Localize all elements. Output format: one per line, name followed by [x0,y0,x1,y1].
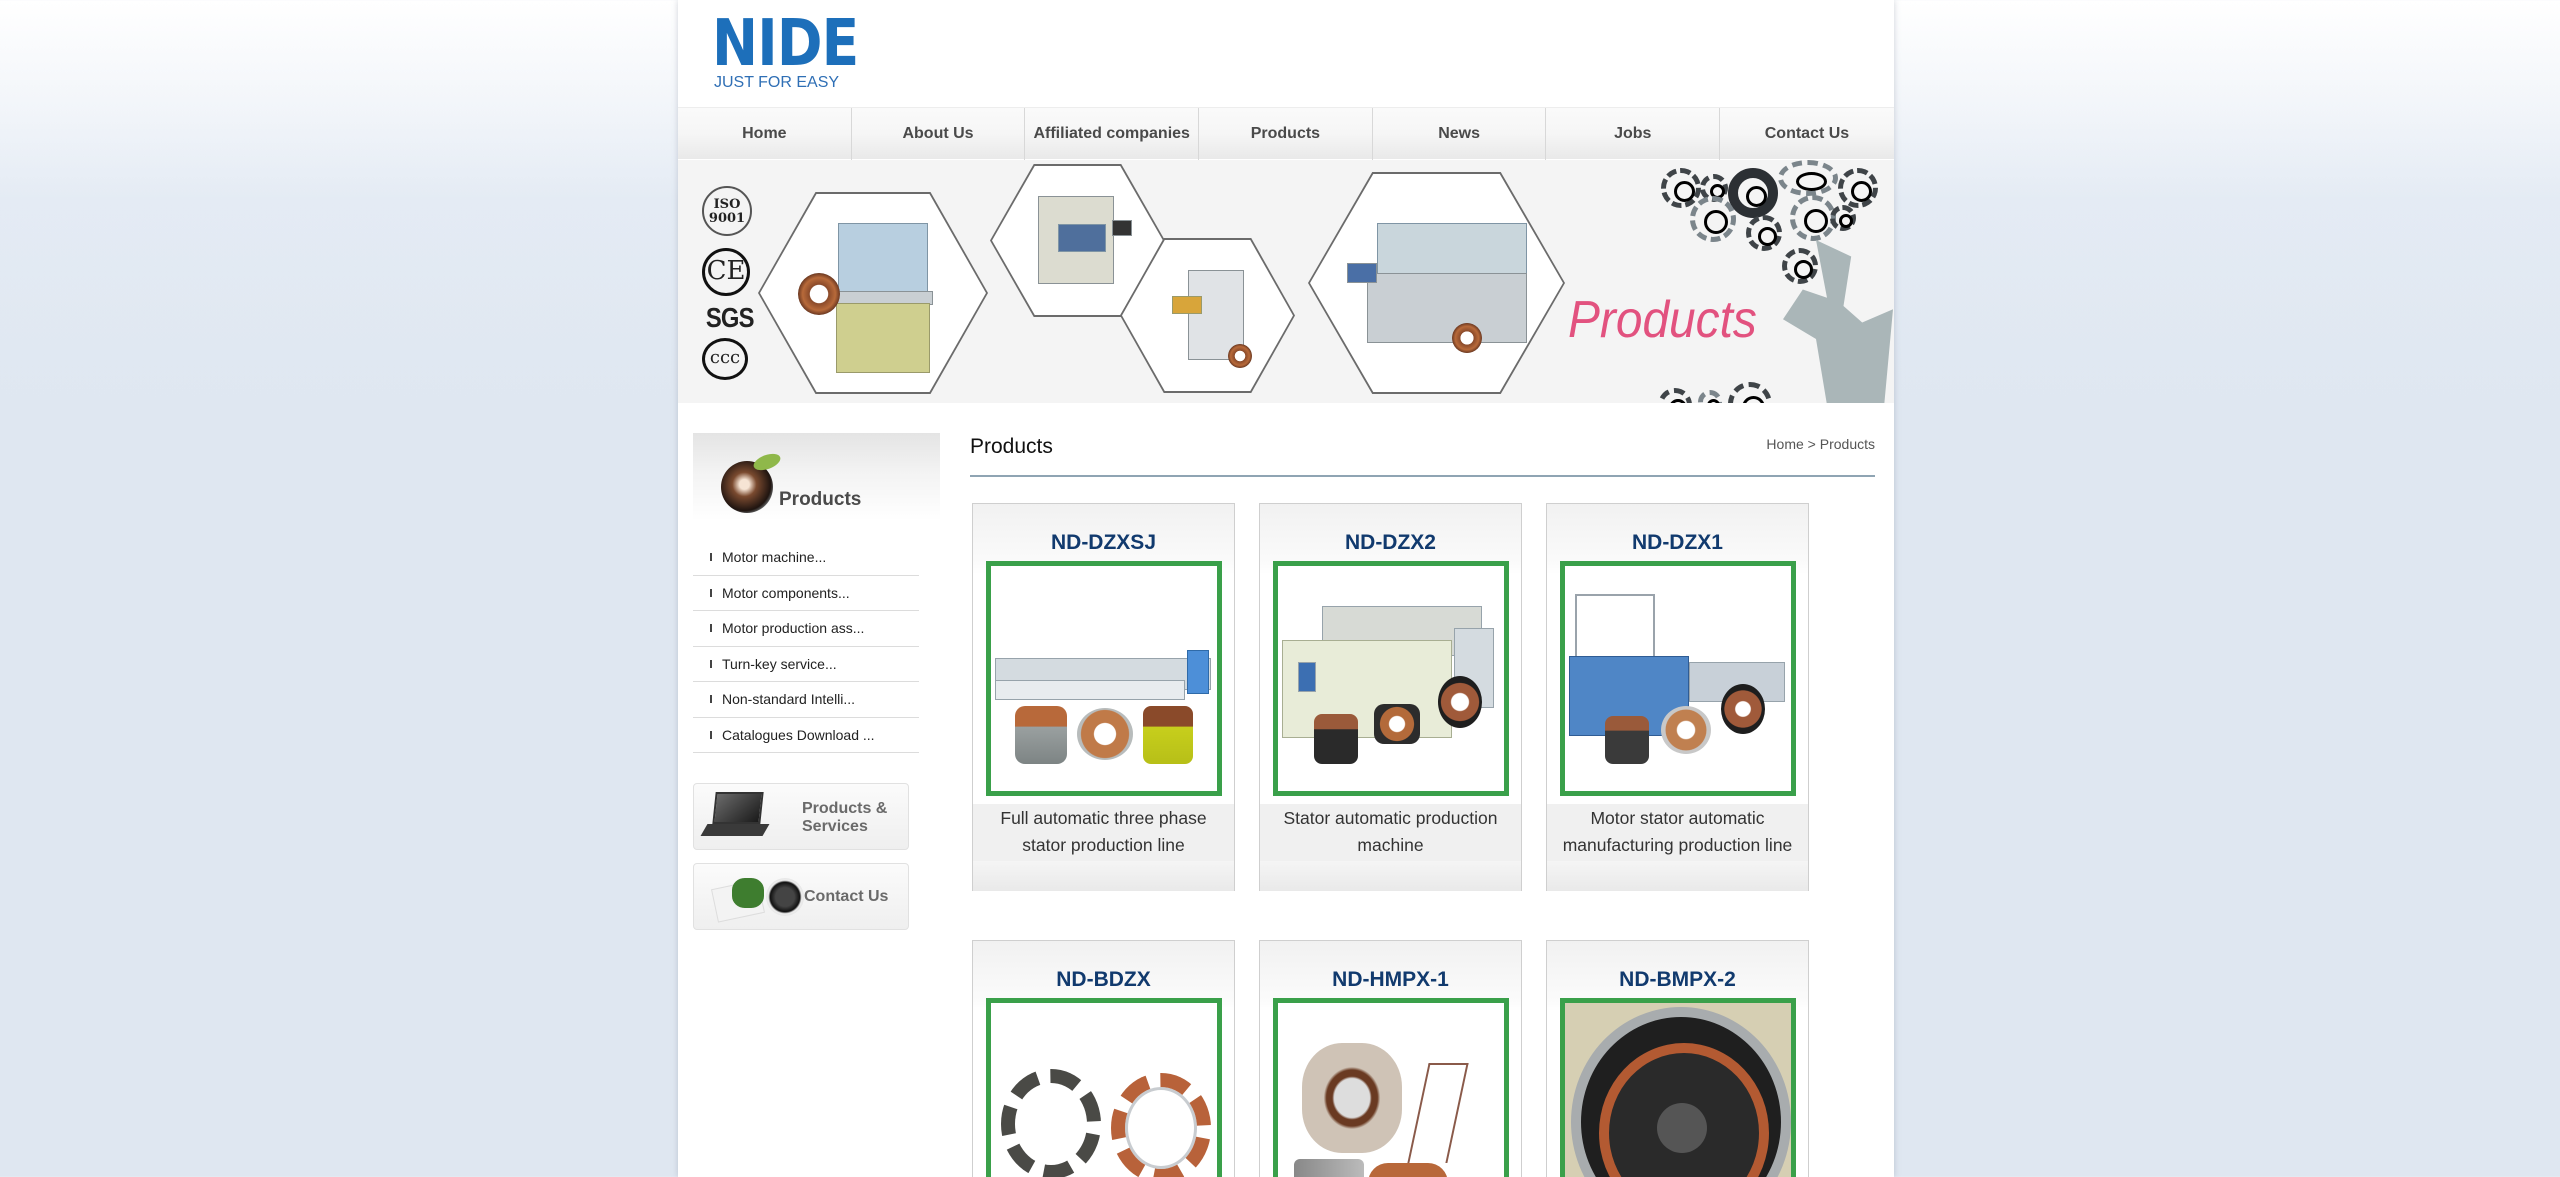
nav-about-us[interactable]: About Us [852,108,1026,160]
card-footer [1547,861,1808,891]
product-card[interactable]: ND-DZX1 Motor stator automatic manufactu… [1546,503,1809,891]
product-image[interactable] [986,561,1222,796]
machine-image-hex-1 [758,192,988,394]
gear-icon [1778,160,1838,196]
product-code[interactable]: ND-DZX2 [1344,531,1436,554]
bullet-icon [710,624,712,633]
sidebar-item-label: Catalogues Download ... [722,726,875,743]
gear-icon [1661,168,1701,208]
gear-icon [1728,382,1772,403]
sidebar-item-label: Motor machine... [722,549,827,566]
page-container: NIDE JUST FOR EASY Home About Us Affilia… [678,0,1894,1177]
sidebar-heading: Products [693,433,940,521]
breadcrumb-home[interactable]: Home [1766,436,1804,452]
breadcrumb: Home > Products [1766,436,1875,452]
product-image[interactable] [986,998,1222,1177]
gear-icon [1658,388,1692,403]
logo-tagline: JUST FOR EASY [714,74,840,91]
sidebar: Products Motor machine... Motor componen… [693,433,940,930]
nav-affiliated-companies[interactable]: Affiliated companies [1025,108,1200,160]
sidebar-item-turn-key-service[interactable]: Turn-key service... [693,647,919,682]
laptop-icon [712,792,764,824]
product-description[interactable]: Full automatic three phase stator produc… [973,804,1234,861]
product-card[interactable]: ND-HMPX-1 [1259,940,1522,1177]
logo-wordmark: NIDE [712,7,859,81]
breadcrumb-current: Products [1819,436,1875,452]
product-card[interactable]: ND-DZXSJ Full automatic three phase stat… [972,503,1235,891]
product-card[interactable]: ND-DZX2 Stator automatic production mach… [1259,503,1522,891]
plant-icon [732,878,764,908]
sidebar-item-label: Non-standard Intelli... [722,691,856,708]
laptop-base-icon [700,824,770,836]
nav-products[interactable]: Products [1199,108,1373,160]
sidebar-item-motor-components[interactable]: Motor components... [693,576,919,611]
product-image[interactable] [1560,561,1796,796]
product-code[interactable]: ND-BDZX [1056,968,1151,991]
sidebar-item-label: Motor production ass... [722,620,865,637]
sidebar-item-label: Turn-key service... [722,655,837,672]
product-description[interactable]: Motor stator automatic manufacturing pro… [1547,804,1808,861]
nav-jobs[interactable]: Jobs [1546,108,1721,160]
sidebar-item-motor-production-assembly[interactable]: Motor production ass... [693,611,919,647]
gear-icon [1782,248,1818,284]
bullet-icon [710,588,712,597]
nav-home[interactable]: Home [678,108,852,160]
product-code[interactable]: ND-BMPX-2 [1619,968,1736,991]
product-code[interactable]: ND-HMPX-1 [1332,968,1449,991]
product-code[interactable]: ND-DZXSJ [1050,531,1156,554]
contact-us-button[interactable]: Contact Us [693,863,909,930]
logo[interactable]: NIDE JUST FOR EASY [712,12,859,96]
breadcrumb-separator: > [1803,436,1820,452]
product-code[interactable]: ND-DZX1 [1631,531,1723,554]
bullet-icon [710,659,712,668]
ce-mark-icon: CE [702,248,750,296]
contact-us-label: Contact Us [804,888,889,905]
card-footer [1260,861,1521,891]
gear-icon [1838,168,1878,208]
gear-icon [1830,205,1856,231]
sidebar-heading-title: Products [779,489,862,510]
machine-image-hex-3 [1120,238,1295,393]
sidebar-item-label: Motor components... [722,584,850,601]
product-image[interactable] [1560,998,1796,1177]
machine-image-hex-4 [1308,172,1565,394]
product-image[interactable] [1273,561,1509,796]
sidebar-item-catalogues-download[interactable]: Catalogues Download ... [693,718,919,753]
title-divider [970,475,1875,477]
nav-contact-us[interactable]: Contact Us [1764,125,1850,142]
sidebar-item-motor-machine[interactable]: Motor machine... [693,540,919,576]
banner-title: Products [1568,291,1757,349]
product-card[interactable]: ND-BMPX-2 [1546,940,1809,1177]
gear-icon [1690,196,1736,242]
card-footer [973,861,1234,891]
product-description[interactable]: Stator automatic production machine [1260,804,1521,861]
bullet-icon [710,695,712,704]
gear-icon [1746,215,1782,251]
product-image[interactable] [1273,998,1509,1177]
gear-icon [1698,390,1722,403]
coffee-cup-icon [766,878,804,916]
sgs-mark-icon: SGS [705,302,755,333]
products-services-button[interactable]: Products & Services [693,783,909,850]
gear-icon [1728,168,1778,218]
bullet-icon [710,553,712,562]
main-nav: Home About Us Affiliated companies Produ… [678,107,1894,160]
sidebar-category-list: Motor machine... Motor components... Mot… [693,540,919,753]
products-services-label: Products & Services [802,800,888,835]
product-card[interactable]: ND-BDZX [972,940,1235,1177]
nav-news[interactable]: News [1373,108,1547,160]
ccc-mark-icon: ccc [702,338,748,380]
page-title: Products [970,435,1053,458]
bullet-icon [710,730,712,739]
sidebar-item-non-standard-intelligent[interactable]: Non-standard Intelli... [693,682,919,718]
